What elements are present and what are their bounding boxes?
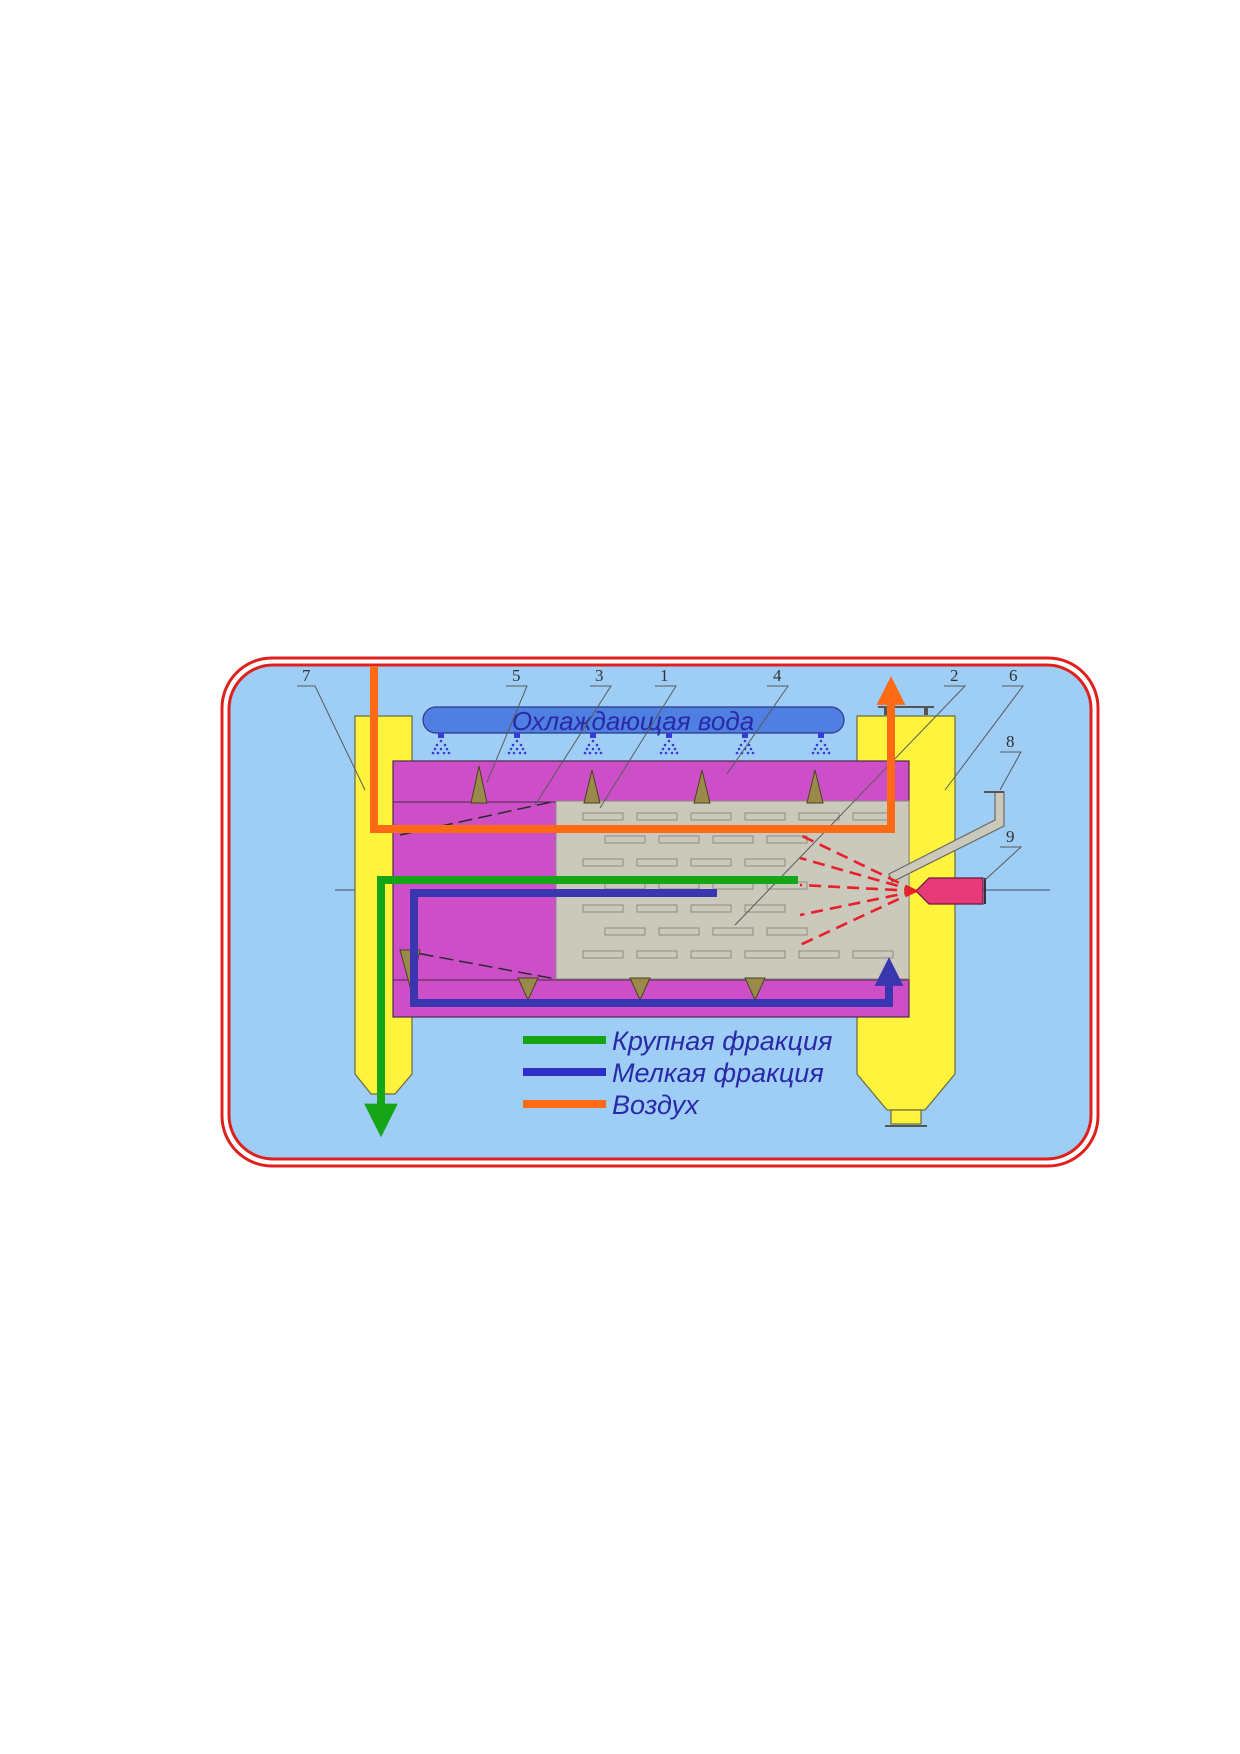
cooling-water-header [422,706,845,734]
callout-9: 9 [1006,827,1015,846]
callout-4: 4 [773,666,782,685]
core-slot [798,950,840,959]
fine-fraction-path [410,889,904,1007]
core-slot [766,927,808,936]
legend-label-fine: Мелкая фракция [612,1058,824,1088]
core-slot [690,904,732,913]
core-slot [690,858,732,867]
spray-nozzle [811,733,831,755]
legend-label-coarse: Крупная фракция [612,1026,832,1056]
callout-1: 1 [660,666,669,685]
spray-nozzle [507,733,527,755]
callout-2: 2 [950,666,959,685]
core-slot [582,858,624,867]
burner [915,877,986,905]
callout-6: 6 [1009,666,1018,685]
core-slot [582,950,624,959]
spray-nozzle [583,733,603,755]
core-slot [604,835,646,844]
spray-nozzle [659,733,679,755]
flame-rays [799,833,917,947]
core-slot [690,950,732,959]
water-sprays [431,733,831,755]
air-path [370,666,906,833]
core-slot [604,927,646,936]
core-slot [744,812,786,821]
core-slot [852,950,894,959]
fuel-nozzle [888,791,1005,883]
core-slot [658,927,700,936]
legend: Крупная фракция Мелкая фракция Воздух [523,1026,832,1120]
core-slot [636,904,678,913]
spray-nozzle [735,733,755,755]
core-slot [658,835,700,844]
callout-3: 3 [595,666,604,685]
callout-5: 5 [512,666,521,685]
core-slot [636,950,678,959]
core-slot [712,835,754,844]
cooling-water-label: Охлаждающая вода [512,706,754,736]
legend-label-air: Воздух [612,1090,700,1120]
callout-7: 7 [302,666,311,685]
callout-8: 8 [1006,732,1015,751]
core-slot [582,904,624,913]
core-slot [690,812,732,821]
core-slot [744,950,786,959]
coarse-fraction-path [364,876,798,1138]
core-slot [636,858,678,867]
core-slot [636,812,678,821]
callout-leaders [297,685,1024,926]
core-slot [744,858,786,867]
core-slot [712,927,754,936]
spray-nozzle [431,733,451,755]
core-slot [744,904,786,913]
core-slot [582,812,624,821]
